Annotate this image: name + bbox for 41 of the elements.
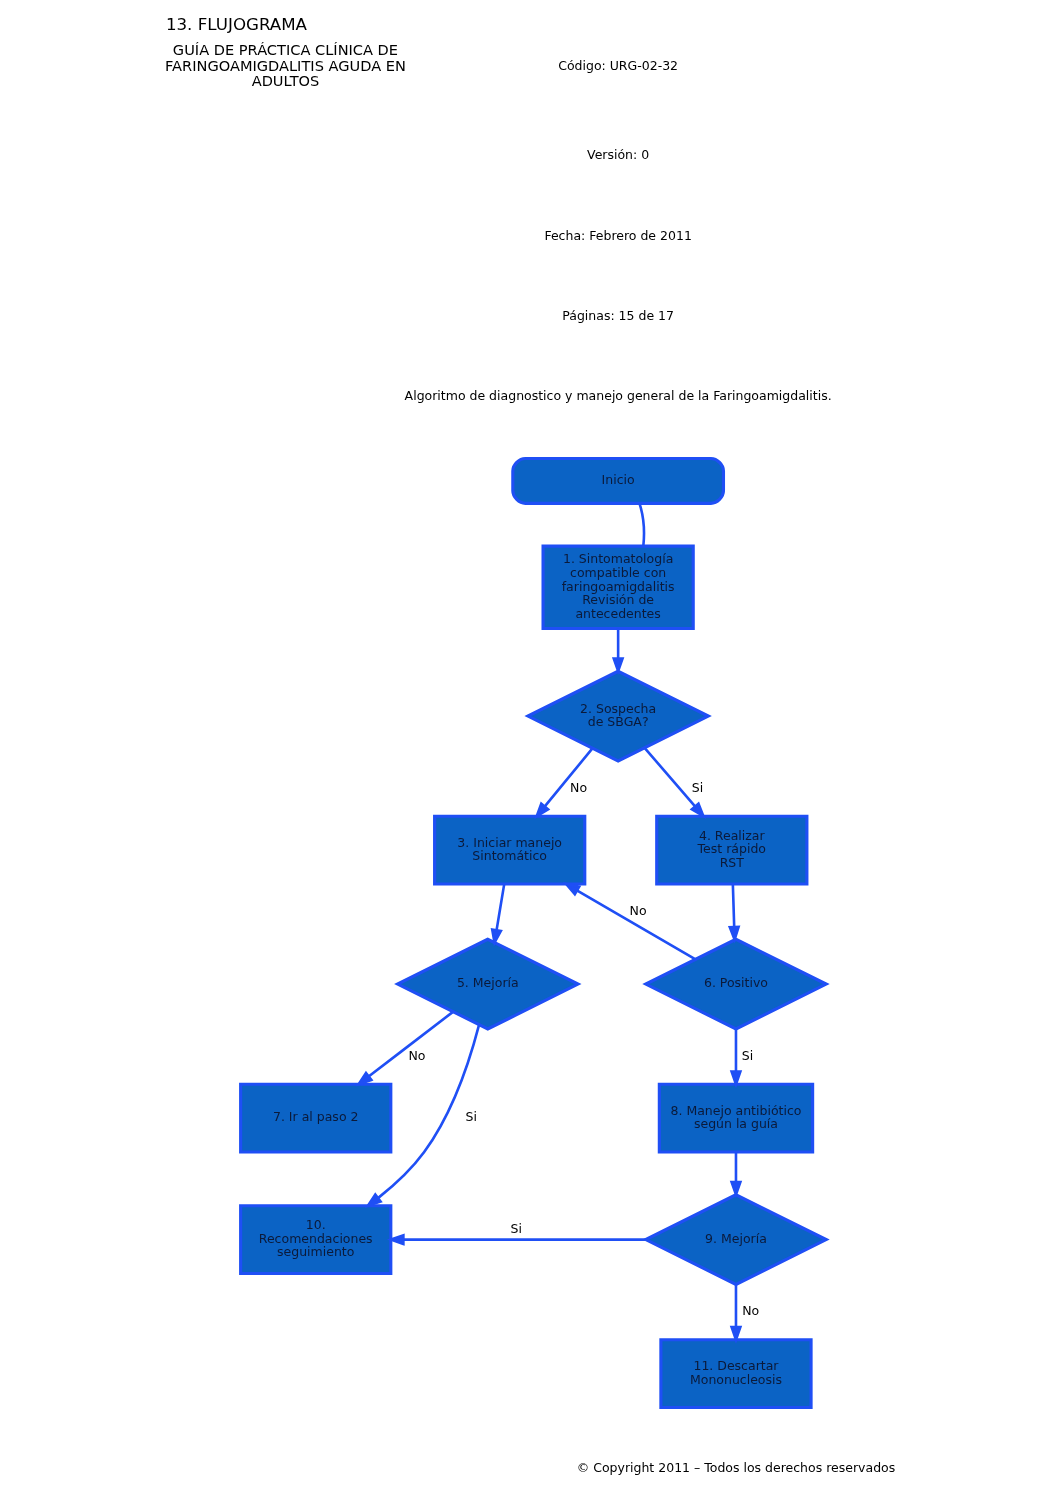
node-box: 1. Sintomatología compatible con faringoamigdalitis Revisión de antecedentes bbox=[541, 544, 695, 631]
arrow bbox=[729, 1284, 743, 1344]
arrow bbox=[364, 1024, 481, 1209]
edge-label: Si bbox=[741, 1047, 754, 1063]
edge-label: No bbox=[629, 902, 647, 918]
arrow bbox=[386, 1233, 646, 1246]
node-diamond: 5. Mejoría bbox=[394, 937, 582, 1031]
label: © Copyright 2011 – Todos los derechos reservados bbox=[576, 1460, 896, 1476]
arrow bbox=[562, 882, 696, 961]
node-box: 10. Recomendaciones seguimiento bbox=[239, 1204, 393, 1276]
arrow bbox=[729, 1152, 743, 1199]
label: Fecha: Febrero de 2011 bbox=[544, 227, 692, 243]
connector bbox=[638, 503, 646, 546]
label: Código: URG-02-32 bbox=[558, 58, 679, 74]
node-box: 3. Iniciar manejo Sintomático bbox=[433, 814, 587, 886]
edge-label: No bbox=[570, 779, 588, 795]
node-diamond: 2. Sospecha de SBGA? bbox=[524, 669, 712, 763]
arrow bbox=[729, 1029, 743, 1089]
node-diamond: 9. Mejoría bbox=[642, 1193, 830, 1287]
edge-label: No bbox=[742, 1303, 760, 1319]
node-box: Inicio bbox=[511, 456, 726, 505]
arrow bbox=[643, 747, 706, 820]
arrow bbox=[355, 1010, 454, 1087]
arrow bbox=[490, 883, 506, 947]
arrow bbox=[611, 628, 625, 675]
edge-label: Si bbox=[465, 1109, 477, 1125]
edge-label: Si bbox=[510, 1220, 523, 1236]
edge-label: Si bbox=[691, 779, 704, 795]
diagram-title: 13. FLUJOGRAMA bbox=[165, 14, 308, 34]
node-box: 4. Realizar Test rápido RST bbox=[655, 814, 809, 886]
label: GUÍA DE PRÁCTICA CLÍNICA DE FARINGOAMIGDALITIS AGUDA EN ADULTOS bbox=[165, 41, 406, 90]
node-box: 7. Ir al paso 2 bbox=[239, 1082, 393, 1154]
edge-label: No bbox=[408, 1047, 426, 1063]
node-diamond: 6. Positivo bbox=[642, 937, 830, 1031]
arrow bbox=[534, 747, 594, 820]
label: Páginas: 15 de 17 bbox=[562, 307, 674, 323]
arrow bbox=[727, 884, 741, 944]
node-box: 8. Manejo antibiótico según la guía bbox=[657, 1082, 815, 1154]
label: Versión: 0 bbox=[587, 147, 650, 163]
node-box: 11. Descartar Mononucleosis bbox=[659, 1338, 813, 1410]
label: Algoritmo de diagnostico y manejo general de la Faringoamigdalitis. bbox=[404, 388, 832, 404]
